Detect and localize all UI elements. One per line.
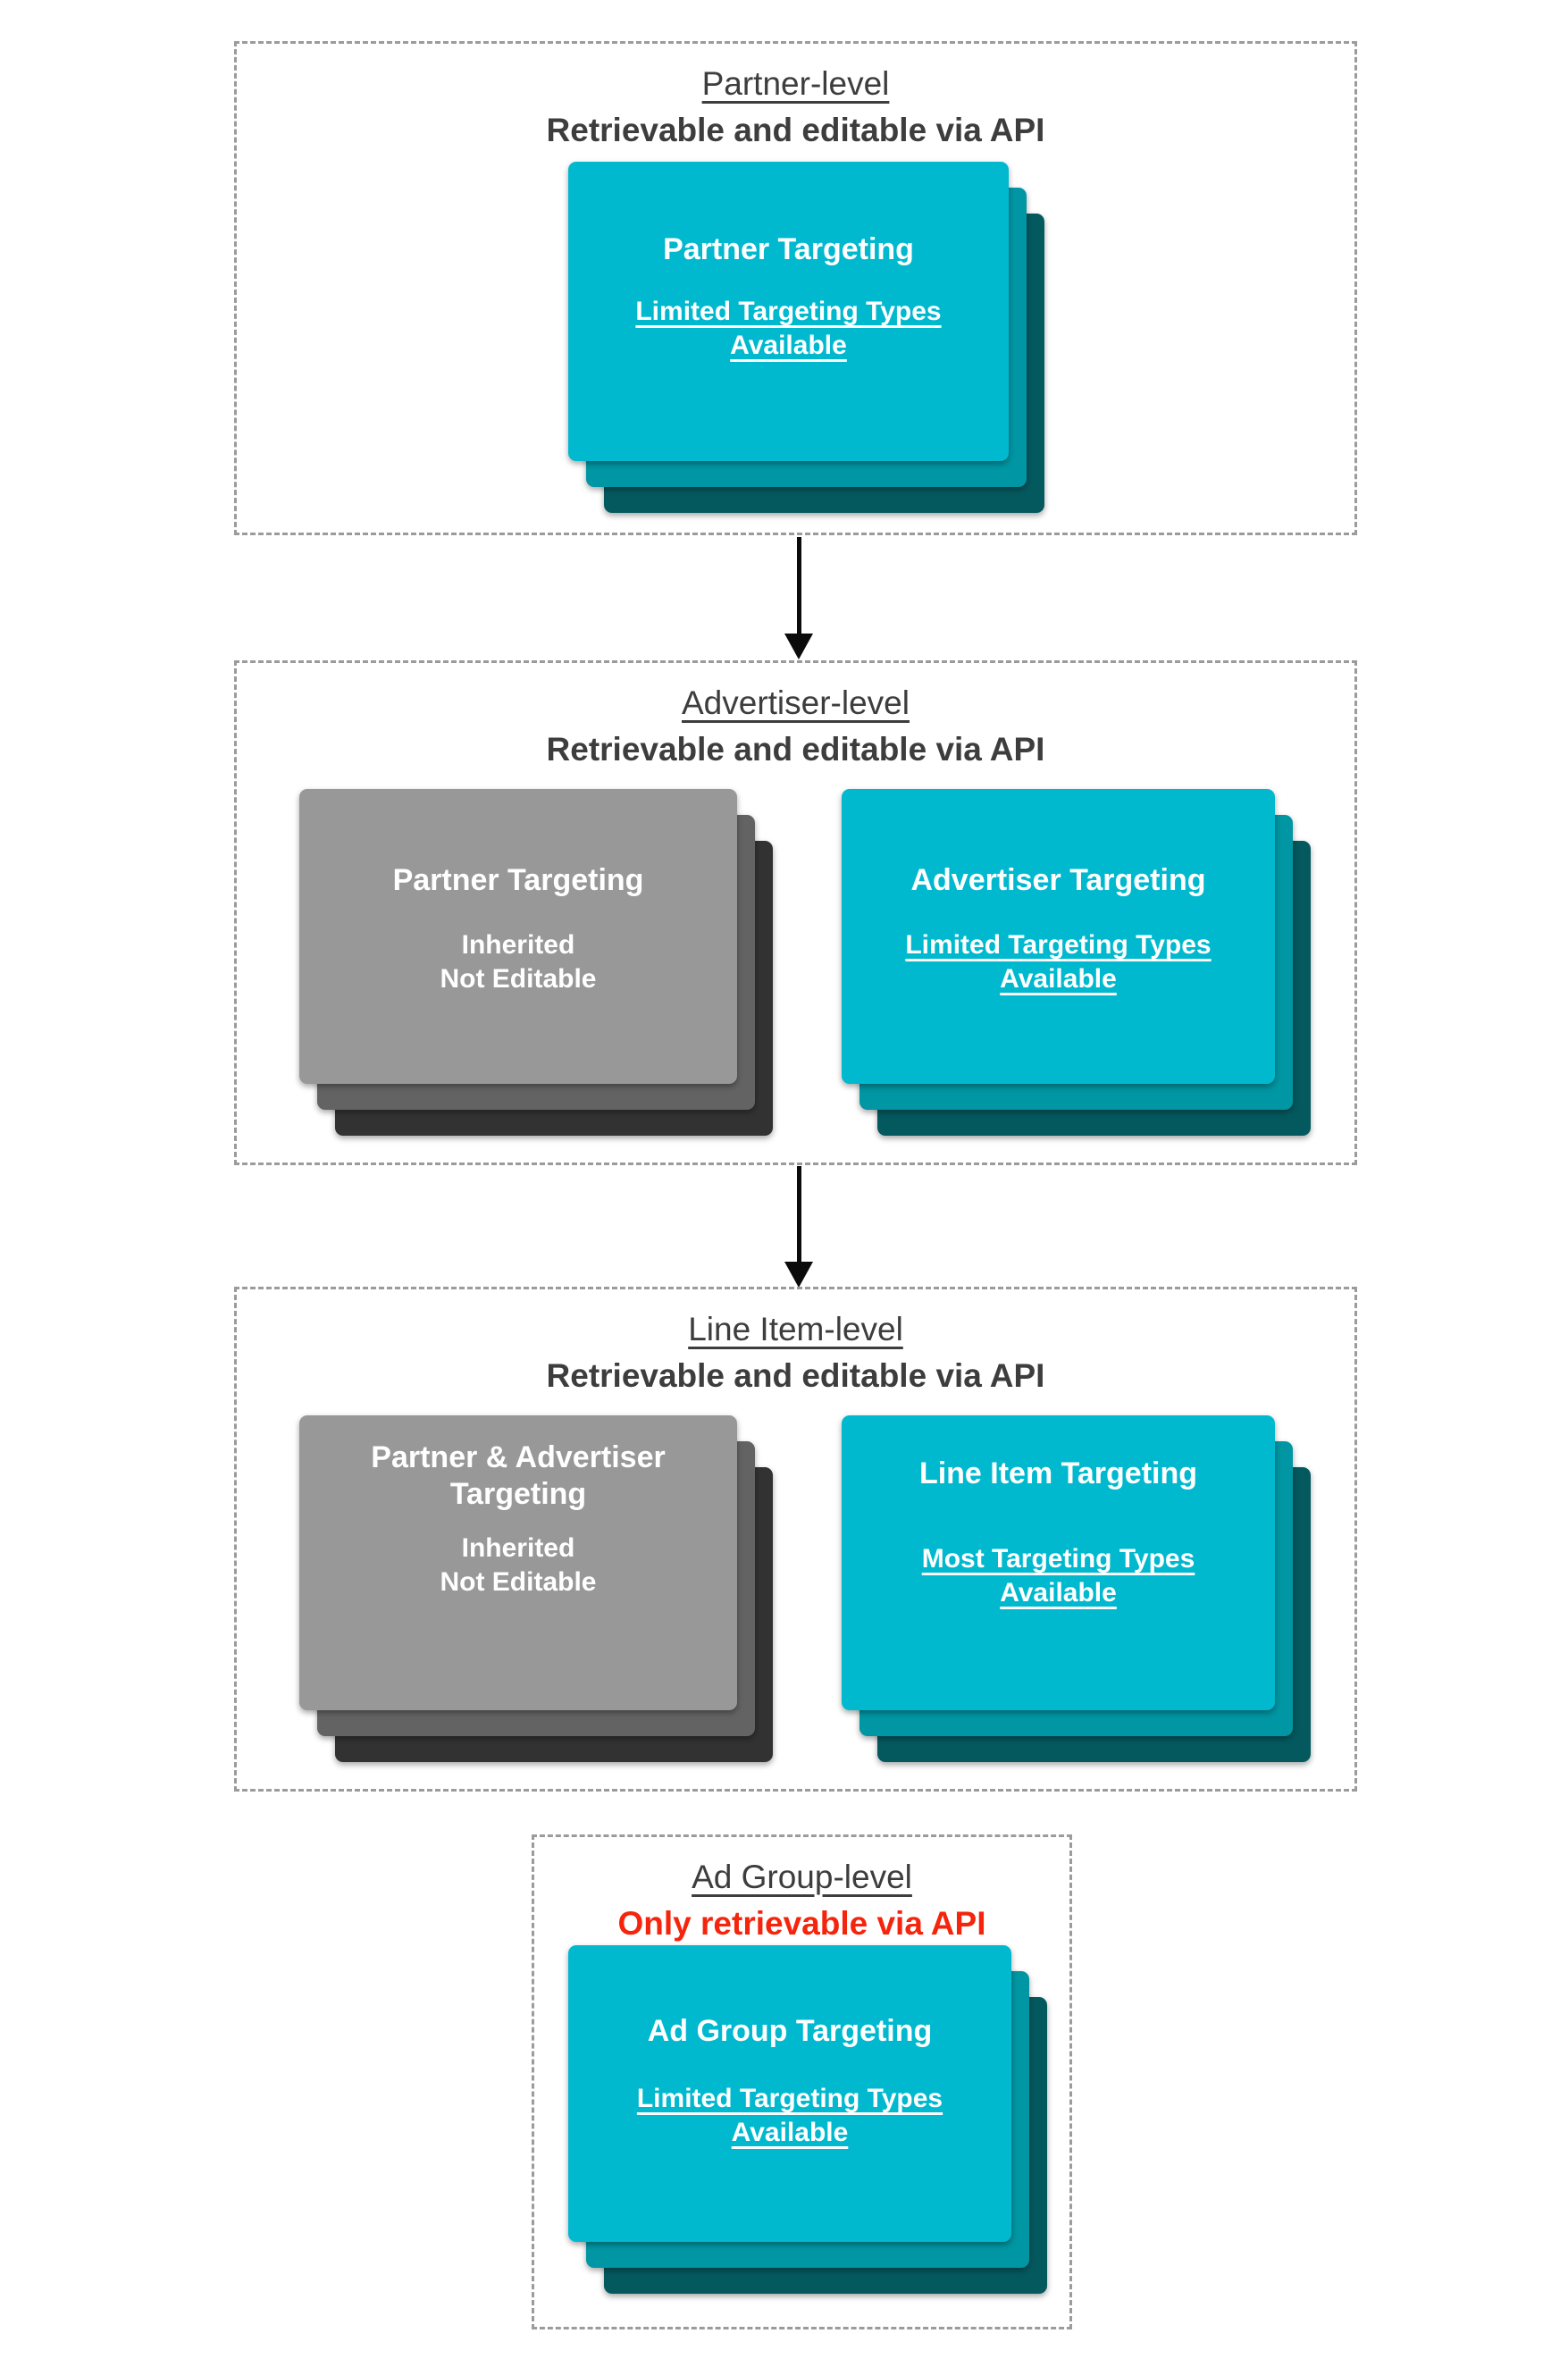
section-title: Ad Group-level [692, 1859, 912, 1895]
card-body: Limited Targeting Types Available [635, 297, 942, 360]
section-subtitle: Only retrievable via API [617, 1905, 986, 1942]
section-advertiser-level: Advertiser-level Retrievable and editabl… [234, 660, 1357, 1165]
section-title: Partner-level [701, 65, 890, 102]
card-body: Most Targeting Types Available [921, 1544, 1195, 1607]
card-line-item-targeting: Line Item Targeting Most Targeting Types… [842, 1415, 1275, 1710]
card-title: Partner & Advertiser Targeting [371, 1440, 666, 1511]
section-subtitle: Retrievable and editable via API [546, 112, 1045, 148]
card-ad-group-targeting: Ad Group Targeting Limited Targeting Typ… [568, 1945, 1011, 2242]
flow-arrow-advertiser-to-lineitem [783, 1166, 815, 1288]
section-line-item-level: Line Item-level Retrievable and editable… [234, 1287, 1357, 1792]
section-title: Advertiser-level [682, 684, 910, 721]
card-advertiser-targeting: Advertiser Targeting Limited Targeting T… [842, 789, 1275, 1084]
card-partner-advertiser-targeting-inherited: Partner & Advertiser Targeting Inherited… [299, 1415, 737, 1710]
section-header: Advertiser-level Retrievable and editabl… [237, 683, 1354, 769]
section-header: Partner-level Retrievable and editable v… [237, 63, 1354, 150]
section-header: Line Item-level Retrievable and editable… [237, 1309, 1354, 1396]
arrow-shaft [796, 1166, 801, 1262]
arrow-shaft [796, 537, 801, 634]
card-title: Ad Group Targeting [647, 2014, 933, 2048]
section-subtitle: Retrievable and editable via API [546, 731, 1045, 768]
card-title: Advertiser Targeting [910, 863, 1206, 897]
section-subtitle: Retrievable and editable via API [546, 1357, 1045, 1394]
card-partner-targeting: Partner Targeting Limited Targeting Type… [568, 162, 1009, 461]
card-body: Limited Targeting Types Available [905, 930, 1212, 994]
section-title: Line Item-level [688, 1311, 903, 1347]
card-partner-targeting-inherited: Partner Targeting Inherited Not Editable [299, 789, 737, 1084]
section-ad-group-level: Ad Group-level Only retrievable via API … [532, 1834, 1072, 2329]
flow-arrow-partner-to-advertiser [783, 537, 815, 659]
section-header: Ad Group-level Only retrievable via API [534, 1857, 1069, 1943]
card-title: Line Item Targeting [918, 1456, 1198, 1490]
card-body: Limited Targeting Types Available [636, 2084, 943, 2147]
card-body: Inherited Not Editable [440, 930, 597, 994]
card-title: Partner Targeting [392, 863, 644, 897]
card-body: Inherited Not Editable [440, 1533, 597, 1597]
down-arrow-icon [784, 634, 813, 659]
down-arrow-icon [784, 1262, 813, 1288]
card-title: Partner Targeting [663, 232, 914, 266]
section-partner-level: Partner-level Retrievable and editable v… [234, 41, 1357, 535]
